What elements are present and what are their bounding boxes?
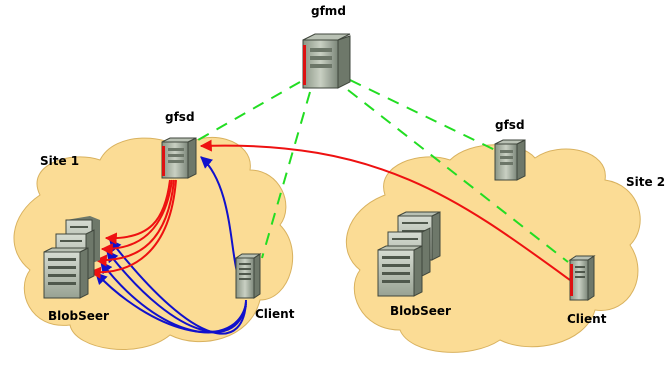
gfsd-to-blobseer-link-d xyxy=(88,179,177,279)
gfsd-site1-server-icon xyxy=(161,137,197,179)
control-link-gfmd-client2 xyxy=(347,89,569,263)
site2-label: Site 2 xyxy=(626,175,666,189)
gfsd-to-blobseer-link-c xyxy=(94,179,175,267)
gfsd-to-blobseer-link-b xyxy=(100,179,173,256)
client1-data-links xyxy=(95,156,247,335)
gfsd-site2-label: gfsd xyxy=(495,118,525,132)
client-site1-label: Client xyxy=(255,307,295,321)
blobseer-site2-servers-icon xyxy=(377,211,441,297)
client2-to-gfsd1-link xyxy=(199,139,571,281)
client-site2-label: Client xyxy=(567,312,607,326)
gfsd-site2-server-icon xyxy=(494,139,526,181)
control-link-gfmd-gfsd2 xyxy=(349,79,496,151)
blobseer-site1-label: BlobSeer xyxy=(48,309,109,323)
gfsd-to-blobseer-link-a xyxy=(104,179,171,245)
gfmd-label: gfmd xyxy=(311,4,346,18)
control-links xyxy=(197,79,569,263)
client-site2-computer-icon xyxy=(568,255,596,301)
gfsd-site1-label: gfsd xyxy=(165,110,195,124)
client1-to-blobseer-link-d xyxy=(95,272,247,333)
client-site1-computer-icon xyxy=(234,253,262,299)
control-link-gfmd-client1 xyxy=(261,91,311,259)
gfmd-server-icon xyxy=(302,33,351,89)
blobseer-site1-servers-icon xyxy=(43,216,100,299)
blobseer-site2-label: BlobSeer xyxy=(390,304,451,318)
site1-label: Site 1 xyxy=(40,154,80,168)
gfsd-data-links xyxy=(88,139,571,281)
control-link-gfmd-gfsd1 xyxy=(197,81,301,141)
